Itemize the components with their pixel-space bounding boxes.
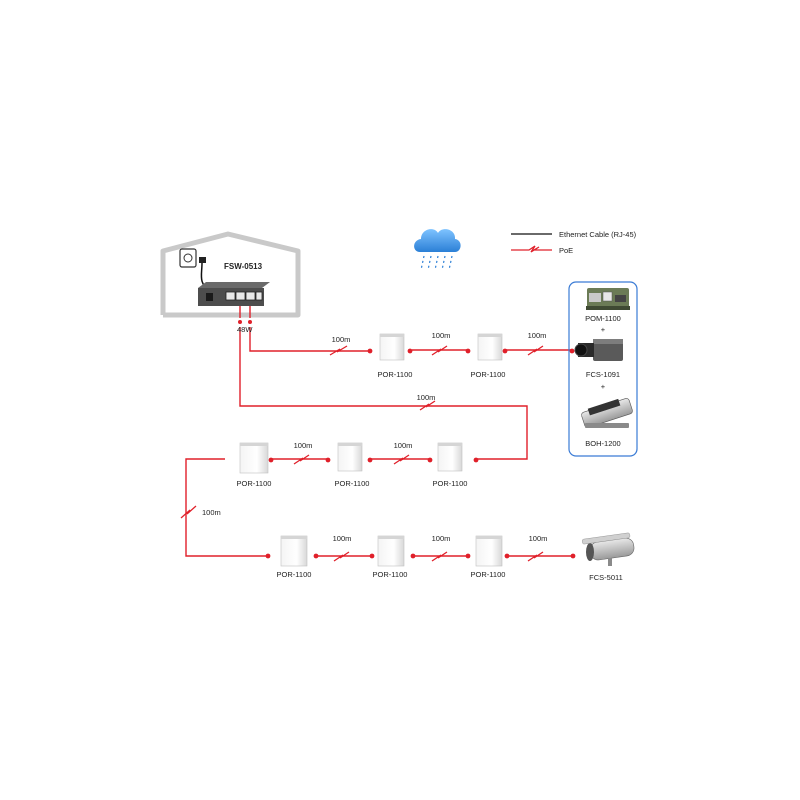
plus-separator: + bbox=[601, 325, 606, 334]
device-group-frame bbox=[568, 281, 638, 457]
repeater-label: POR-1100 bbox=[378, 370, 413, 379]
repeater-device bbox=[377, 535, 405, 567]
device-model-label: FCS-1091 bbox=[586, 370, 620, 379]
device-model-label: POM-1100 bbox=[585, 314, 621, 323]
distance-label: 100m bbox=[332, 335, 351, 344]
repeater-label: POR-1100 bbox=[277, 570, 312, 579]
repeater-device bbox=[477, 333, 503, 361]
plus-separator: + bbox=[601, 382, 606, 391]
rain-cloud-icon bbox=[414, 229, 461, 271]
repeater-device bbox=[475, 535, 503, 567]
poe-module-icon bbox=[586, 288, 630, 310]
legend-ethernet-label: Ethernet Cable (RJ-45) bbox=[559, 230, 637, 239]
repeater-label: POR-1100 bbox=[471, 570, 506, 579]
legend bbox=[511, 233, 552, 253]
poe-break-symbols bbox=[180, 345, 544, 562]
distance-label: 100m bbox=[432, 331, 451, 340]
repeater-label: POR-1100 bbox=[237, 479, 272, 488]
poe-cable-paths bbox=[185, 306, 573, 557]
repeater-device bbox=[280, 535, 308, 567]
bullet-camera-icon bbox=[582, 532, 635, 566]
repeater-device bbox=[239, 442, 269, 474]
distance-label: 100m bbox=[529, 534, 548, 543]
distance-label: 100m bbox=[528, 331, 547, 340]
box-camera-icon bbox=[574, 339, 623, 361]
distance-label: 100m bbox=[202, 508, 221, 517]
distance-label: 100m bbox=[432, 534, 451, 543]
connection-dots bbox=[238, 320, 576, 559]
repeater-device bbox=[337, 442, 363, 472]
distance-label: 100m bbox=[417, 393, 436, 402]
repeater-label: POR-1100 bbox=[471, 370, 506, 379]
legend-poe-swatch bbox=[511, 245, 552, 253]
repeater-label: POR-1100 bbox=[335, 479, 370, 488]
repeater-label: POR-1100 bbox=[433, 479, 468, 488]
repeater-device bbox=[379, 333, 405, 361]
power-budget-label: 48W bbox=[237, 325, 253, 334]
distance-label: 100m bbox=[394, 441, 413, 450]
repeater-label: POR-1100 bbox=[373, 570, 408, 579]
building-outline bbox=[160, 231, 301, 318]
distance-label: 100m bbox=[333, 534, 352, 543]
device-model-label: BOH-1200 bbox=[585, 439, 620, 448]
distance-label: 100m bbox=[294, 441, 313, 450]
repeater-device bbox=[437, 442, 463, 472]
legend-poe-label: PoE bbox=[559, 246, 573, 255]
camera-model-label: FCS-5011 bbox=[589, 573, 623, 582]
switch-model-label: FSW-0513 bbox=[224, 262, 263, 271]
poe-switch-icon bbox=[198, 282, 270, 306]
camera-housing-icon bbox=[581, 398, 633, 428]
